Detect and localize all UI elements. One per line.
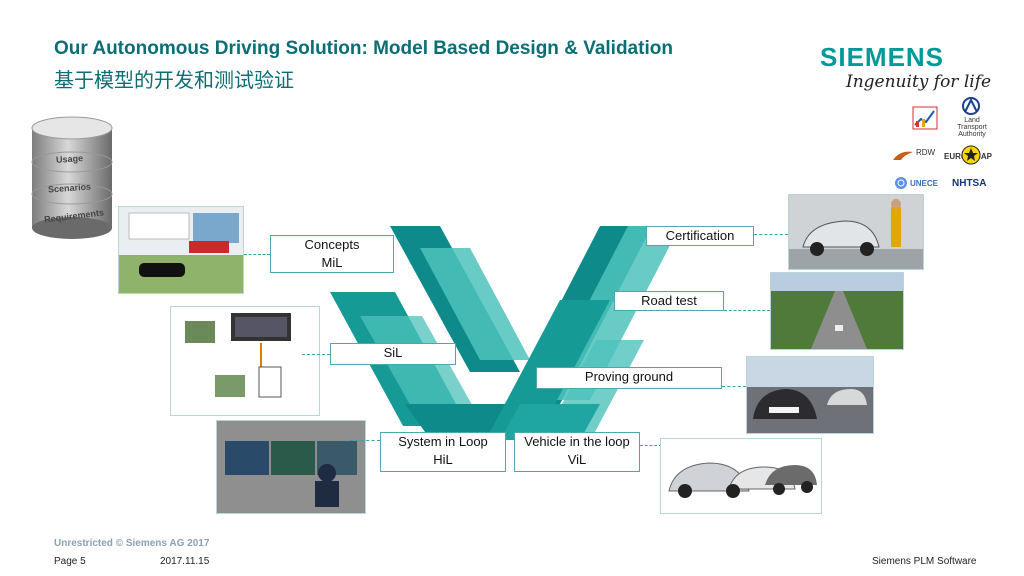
stage-certification: Certification: [646, 226, 754, 246]
sil-schematic-image: [170, 306, 320, 416]
hil-lab-image: [216, 420, 366, 514]
unece-label: UNECE: [910, 179, 939, 188]
euroncap-star-icon: [961, 145, 981, 165]
page-number: Page 5: [54, 556, 86, 567]
siemens-logo: SIEMENS: [820, 42, 945, 72]
org-logos: Land Transport Authority RDW EURO NCAP U…: [880, 96, 1010, 196]
connector-vil: [640, 445, 662, 446]
connector-mil: [244, 254, 270, 255]
stage-hil-label: HiL: [433, 452, 453, 467]
stage-mil-label: MiL: [321, 255, 343, 270]
rdw-label: RDW: [916, 148, 936, 157]
date-label: 2017.11.15: [160, 556, 210, 567]
v-left-ribbon-2: [420, 248, 530, 360]
proving-ground-image: [746, 356, 874, 434]
stage-concepts-mil: Concepts MiL: [270, 235, 394, 273]
stage-system-in-loop-hil: System in Loop HiL: [380, 432, 506, 472]
stage-proving-ground-label: Proving ground: [584, 369, 674, 384]
mil-simulation-image: [118, 206, 244, 294]
stage-sil-label: SiL: [383, 345, 403, 360]
vil-cars-image: [660, 438, 822, 514]
land-transport-authority-icon: [962, 97, 980, 115]
stage-sil: SiL: [330, 343, 456, 365]
connector-certification: [754, 234, 788, 235]
stage-road-test: Road test: [614, 291, 724, 311]
chart-trend-icon: [912, 106, 938, 130]
nhtsa-label: NHTSA: [952, 178, 987, 189]
siemens-tagline: Ingenuity for life: [846, 72, 992, 92]
stage-concepts-label: Concepts: [304, 237, 360, 252]
stage-proving-ground: Proving ground: [536, 367, 722, 389]
connector-hil: [350, 440, 380, 441]
rdw-bird-icon: [893, 151, 913, 160]
slide-title: Our Autonomous Driving Solution: Model B…: [54, 38, 673, 59]
stage-vehicle-in-loop-vil: Vehicle in the loop ViL: [514, 432, 640, 472]
slide-subtitle-chinese: 基于模型的开发和测试验证: [54, 70, 294, 92]
stage-system-in-loop-label: System in Loop: [398, 434, 488, 449]
classification-label: Unrestricted © Siemens AG 2017: [54, 538, 210, 549]
company-label: Siemens PLM Software: [872, 556, 977, 567]
land-transport-authority-label: Land Transport Authority: [957, 117, 987, 138]
stage-vil-label: ViL: [567, 452, 587, 467]
road-test-image: [770, 272, 904, 350]
stage-vehicle-in-loop-label: Vehicle in the loop: [524, 434, 630, 449]
connector-sil: [302, 354, 330, 355]
un-emblem-icon: [895, 177, 907, 189]
stage-certification-label: Certification: [665, 228, 735, 243]
connector-road-test: [724, 310, 770, 311]
certification-image: [788, 194, 924, 270]
connector-proving-ground: [722, 386, 746, 387]
stage-road-test-label: Road test: [641, 293, 697, 308]
v-right-ribbon-3: [490, 300, 610, 432]
requirements-database-icon: [31, 116, 113, 239]
v-bottom-right: [500, 404, 600, 440]
